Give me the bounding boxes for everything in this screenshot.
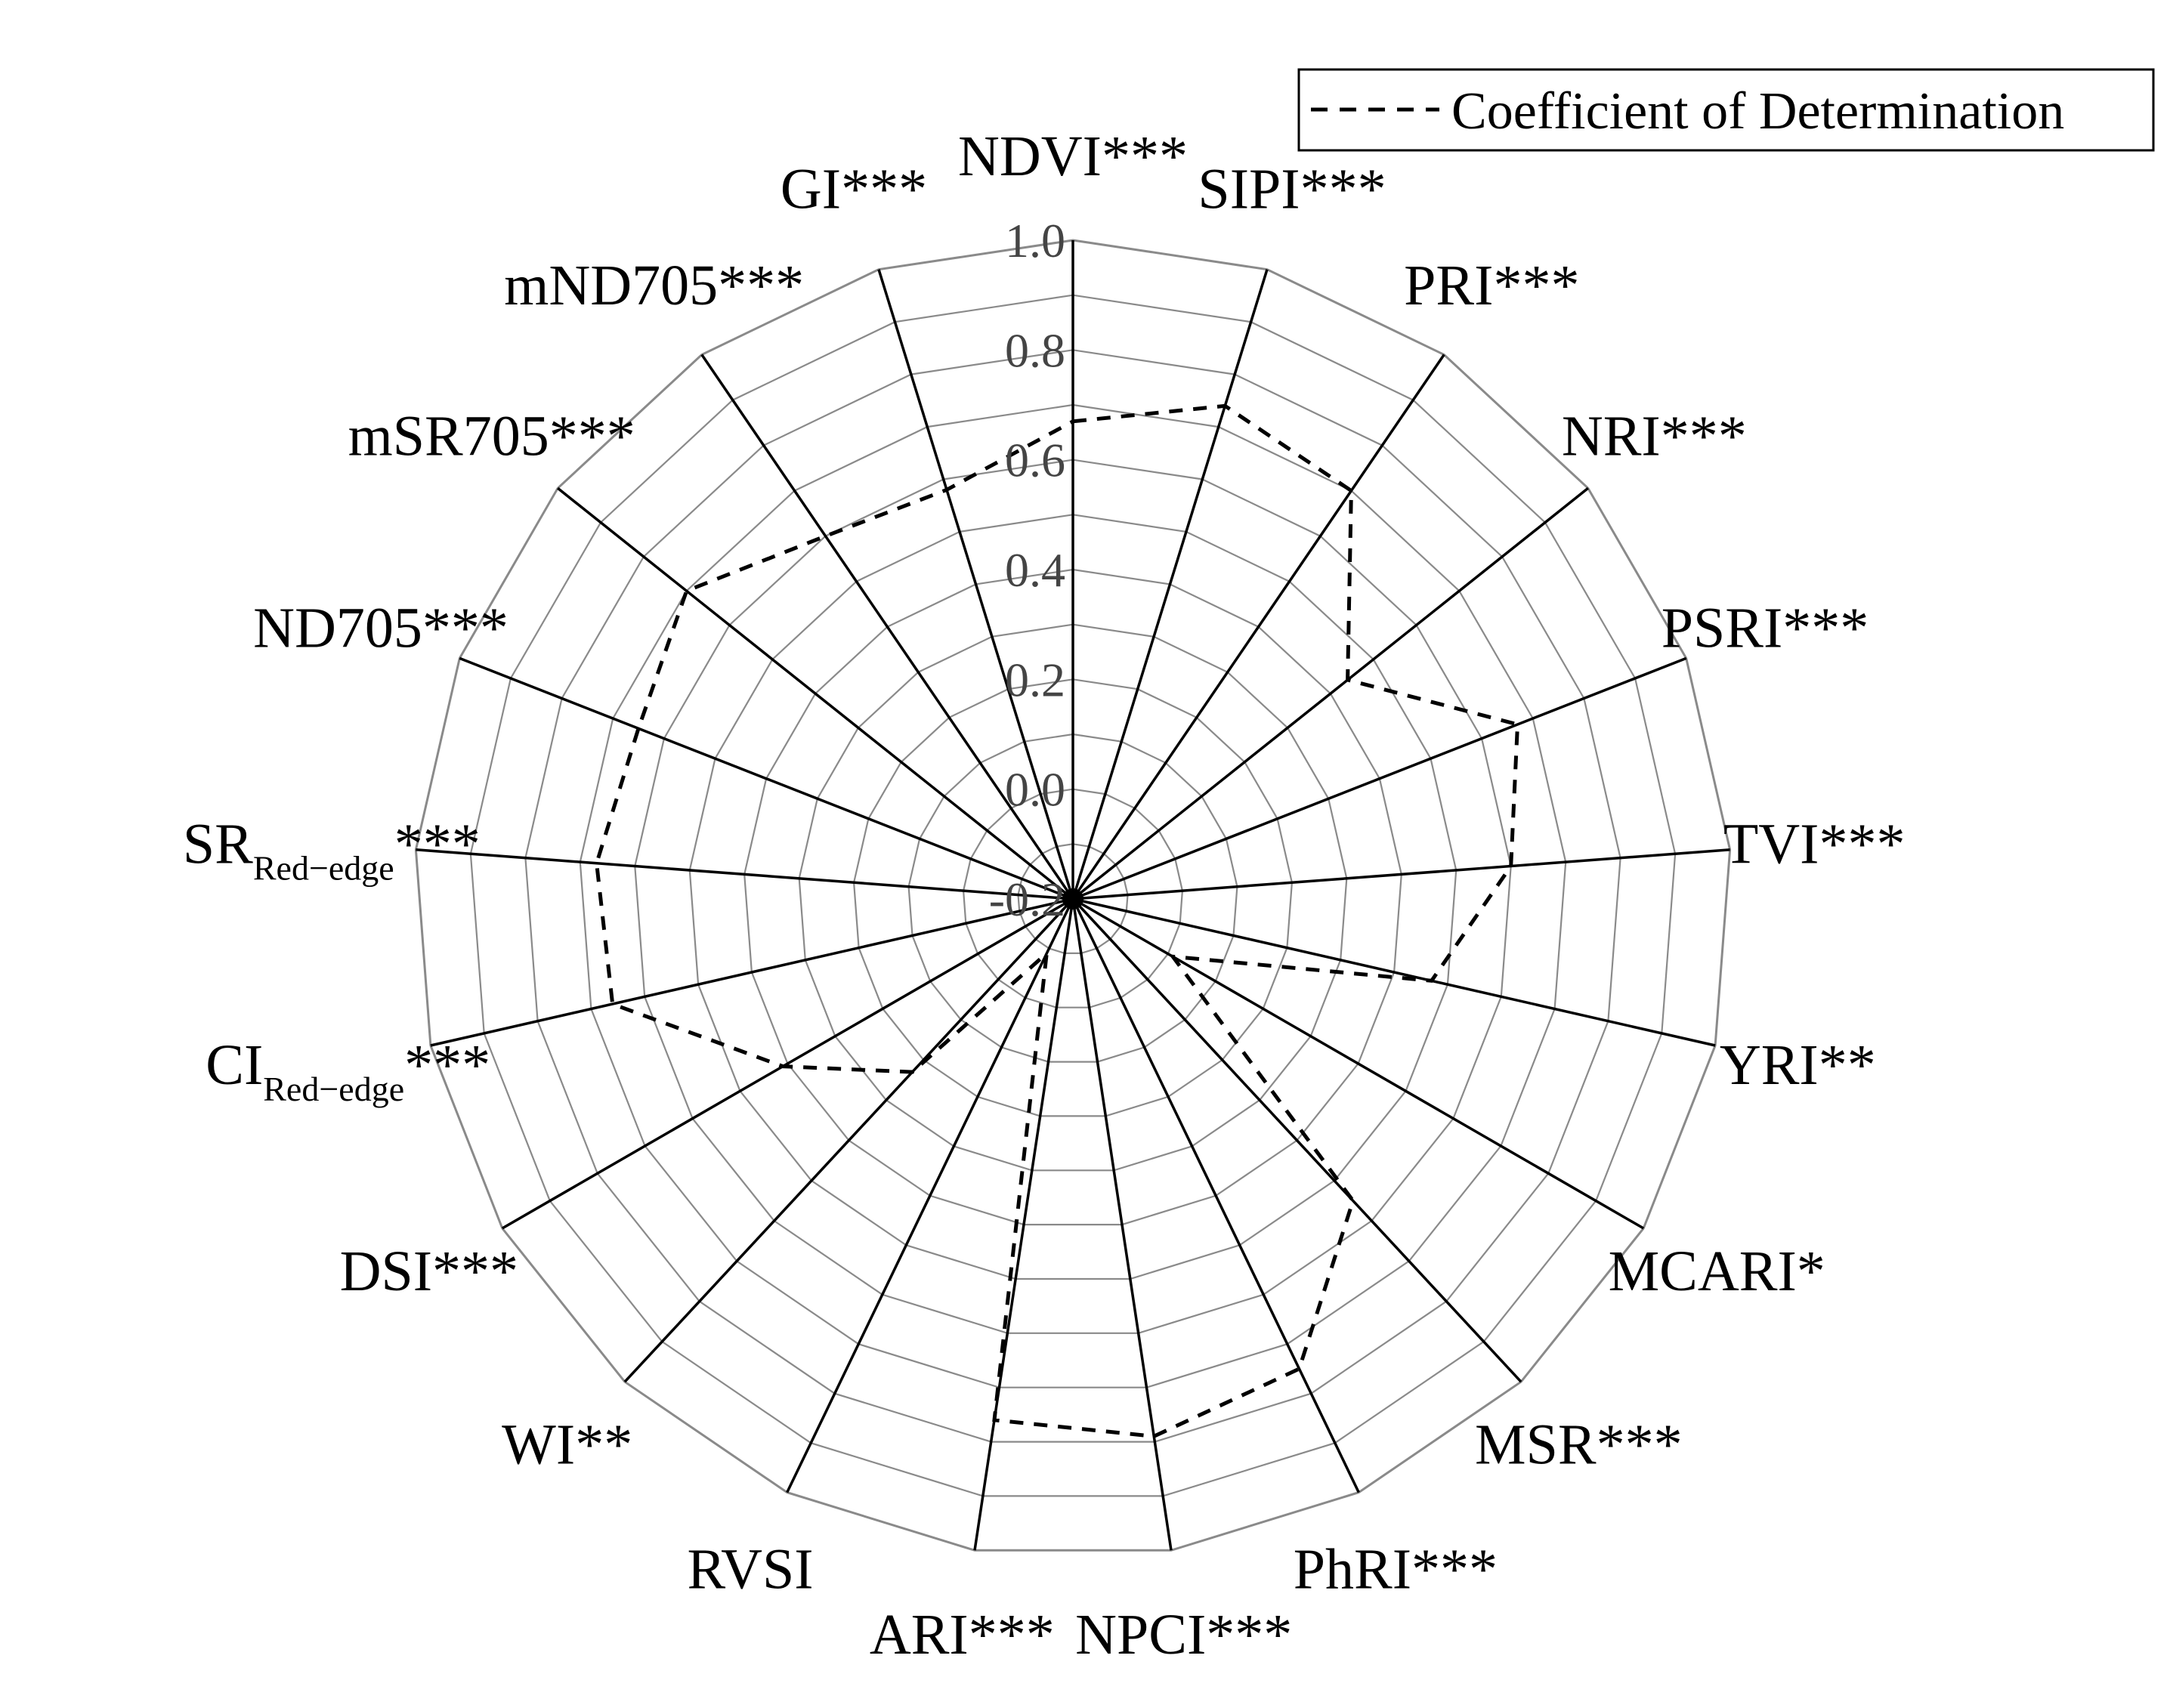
axis-spoke-ci: [430, 897, 1074, 1047]
axis-spoke-ari: [973, 898, 1074, 1551]
category-label-yri: YRI**: [1720, 1033, 1876, 1097]
category-label-mnd705: mND705***: [504, 254, 804, 317]
series-layer: [595, 403, 1520, 1438]
grid-ring: [579, 403, 1567, 1388]
tick-label: 0.2: [1005, 653, 1065, 706]
center-hub: [1062, 888, 1083, 910]
axis-spoke-nd705: [459, 656, 1074, 900]
axis-spoke-mcari: [1072, 897, 1645, 1230]
category-label-ari: ARI***: [870, 1603, 1055, 1666]
category-label-mcari: MCARI*: [1609, 1240, 1825, 1303]
category-label-phri: PhRI***: [1294, 1538, 1498, 1601]
category-label-ndvi: NDVI***: [958, 125, 1188, 188]
axis-spoke-npci: [1071, 898, 1173, 1551]
category-label-nri: NRI***: [1562, 405, 1747, 468]
series-polygon-coefficient-of-determination: [595, 403, 1520, 1438]
category-label-wi: WI**: [502, 1413, 632, 1476]
category-label-gi: GI***: [781, 158, 927, 221]
axis-spoke-sipi: [1071, 269, 1269, 900]
axis-spoke-pri: [1071, 354, 1445, 900]
category-label-npci: NPCI***: [1075, 1603, 1292, 1666]
tick-label: 1.0: [1005, 214, 1065, 267]
axis-spoke-yri: [1072, 897, 1716, 1047]
category-label-psri: PSRI***: [1662, 597, 1869, 660]
grid-ring: [414, 239, 1732, 1552]
axis-spoke-rvsi: [786, 898, 1074, 1493]
grid-ring: [962, 788, 1184, 1008]
legend-entry-label: Coefficient of Determination: [1451, 82, 2064, 141]
grid-ring: [852, 678, 1294, 1117]
category-label-sr: SRRed−edge***: [183, 813, 481, 888]
category-label-msr: MSR***: [1475, 1413, 1683, 1476]
category-label-ci: CIRed−edge***: [206, 1033, 490, 1108]
category-label-rvsi: RVSI: [688, 1538, 814, 1601]
grid-ring: [469, 294, 1677, 1497]
grid-ring: [634, 459, 1512, 1334]
grid-ring: [907, 733, 1238, 1063]
category-labels: NDVI***SIPI*** PRI*** NRI*** PSRI*** TVI*** Y…: [183, 125, 1906, 1666]
axis-spoke-nri: [1071, 486, 1589, 900]
axis-spoke-dsi: [501, 897, 1074, 1230]
axis-spoke-wi: [623, 897, 1074, 1383]
grid-ring: [524, 349, 1621, 1443]
legend-box: [1297, 68, 2155, 152]
axis-spoke-phri: [1071, 898, 1360, 1493]
category-label-tvi: TVI***: [1723, 813, 1906, 876]
axis-spoke-tvi: [1072, 848, 1730, 900]
axis-spoke-msr705: [557, 486, 1074, 900]
axis-spokes: [416, 240, 1730, 1551]
category-label-pri: PRI***: [1404, 254, 1579, 317]
legend: Coefficient of Determination: [1297, 68, 2155, 152]
grid-rings: [414, 239, 1732, 1552]
category-label-sipi: SIPI***: [1198, 158, 1386, 221]
axis-spoke-msr: [1071, 897, 1522, 1383]
grid-ring: [1017, 843, 1129, 955]
grid-ring: [743, 568, 1402, 1226]
category-label-msr705: mSR705***: [348, 405, 635, 468]
category-label-nd705: ND705***: [253, 597, 508, 660]
grid-ring: [798, 623, 1348, 1172]
axis-spoke-sr: [416, 848, 1074, 900]
tick-label: 0.4: [1005, 543, 1065, 597]
tick-label: 0.0: [1005, 763, 1065, 817]
grid-ring: [688, 514, 1457, 1280]
radial-tick-labels: -0.2 0.0 0.2 0.4 0.6 0.8 1.0: [989, 214, 1065, 926]
tick-label: -0.2: [989, 873, 1065, 926]
tick-label: 0.8: [1005, 323, 1065, 377]
axis-spoke-gi: [877, 269, 1074, 900]
category-label-dsi: DSI***: [340, 1240, 518, 1303]
axis-spoke-psri: [1072, 656, 1687, 900]
axis-spoke-mnd705: [700, 354, 1074, 900]
tick-label: 0.6: [1005, 434, 1065, 487]
